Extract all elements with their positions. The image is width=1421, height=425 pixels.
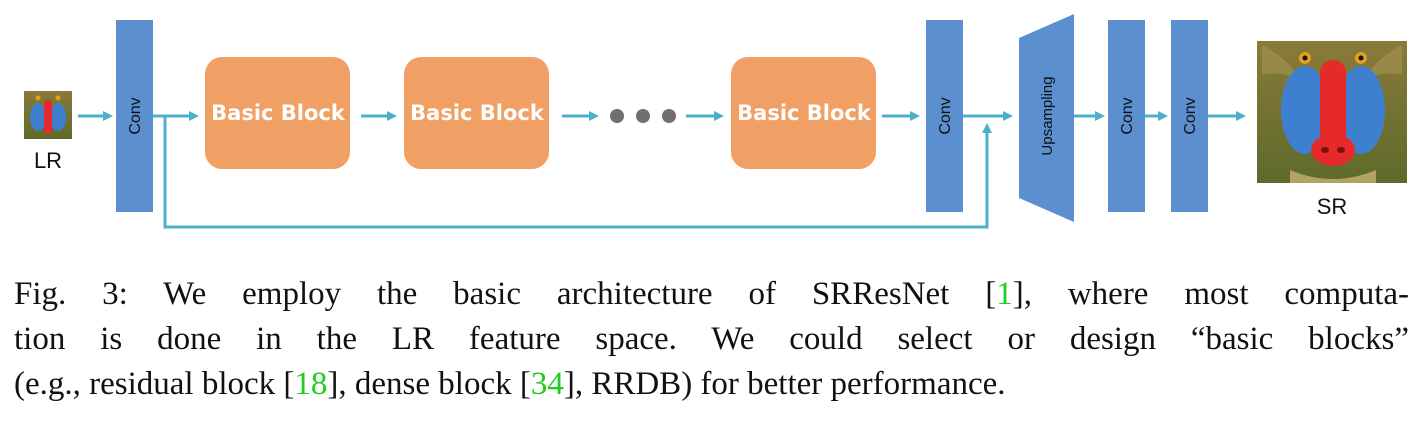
conv-label-4: Conv	[1182, 97, 1199, 134]
conv-label-3: Conv	[1119, 97, 1136, 134]
caption-line-3-c: ], RRDB) for better performance.	[563, 366, 1006, 402]
architecture-diagram: LR Conv Basic Block Basic Block Basic Bl…	[24, 14, 1407, 229]
conv-block-2	[926, 20, 963, 212]
sr-label: SR	[1317, 194, 1348, 219]
basic-block-label-1: Basic Block	[211, 101, 346, 125]
basic-block-3	[731, 57, 876, 169]
citation-18[interactable]: 18	[294, 366, 328, 402]
caption-line-2: tion is done in the LR feature space. We…	[14, 321, 1409, 357]
lr-label: LR	[34, 148, 62, 173]
figure-caption: Fig. 3: We employ the basic architecture…	[14, 272, 1409, 407]
conv-label-1: Conv	[127, 97, 144, 134]
caption-line-3: (e.g., residual block [18], dense block …	[14, 362, 1409, 407]
conv-label-2: Conv	[937, 97, 954, 134]
caption-line-3-a: (e.g., residual block [	[14, 366, 295, 402]
caption-line-3-b: ], dense block [	[327, 366, 531, 402]
lr-input-image	[24, 91, 72, 139]
basic-block-label-2: Basic Block	[410, 101, 545, 125]
skip-connection	[163, 116, 992, 229]
conv-block-3	[1108, 20, 1145, 212]
citation-34[interactable]: 34	[530, 366, 564, 402]
ellipsis-dots	[610, 109, 676, 123]
caption-line-1-suffix: ], where most computa-	[1012, 276, 1410, 312]
conv-block-1	[116, 20, 153, 212]
citation-1[interactable]: 1	[996, 276, 1013, 312]
sr-output-image	[1257, 41, 1407, 183]
conv-block-4	[1171, 20, 1208, 212]
upsampling-label: Upsampling	[1039, 76, 1056, 155]
upsampling-block	[1019, 14, 1074, 222]
caption-line-1: Fig. 3: We employ the basic architecture…	[14, 272, 1409, 317]
caption-line-1-prefix: Fig. 3: We employ the basic architecture…	[14, 276, 997, 312]
basic-block-1	[205, 57, 350, 169]
basic-block-2	[404, 57, 549, 169]
basic-block-label-3: Basic Block	[737, 101, 872, 125]
